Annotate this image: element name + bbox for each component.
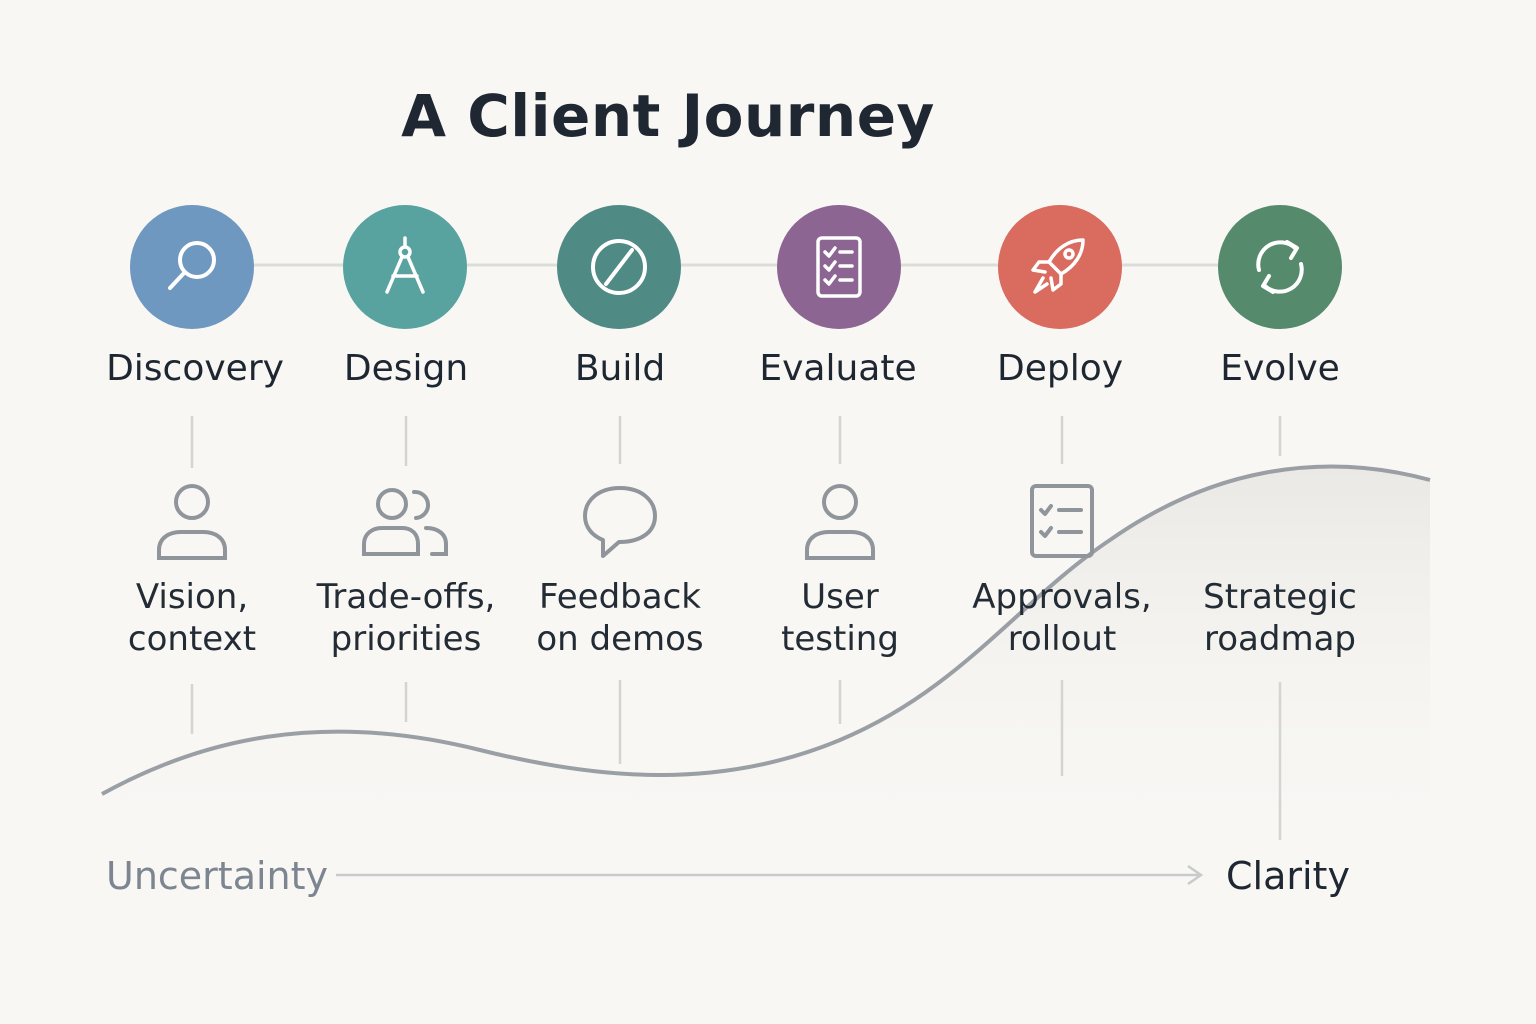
stage-evaluate-circle [777,205,901,329]
diagram-title: A Client Journey [401,82,935,150]
rocket-icon [1031,238,1085,294]
stage-label-design: Design [343,348,469,389]
uncertainty-clarity-arrow [336,864,1204,886]
client-input-line1: User [801,577,879,617]
person-icon [795,478,885,568]
stage-label-deploy: Deploy [996,348,1124,389]
client-input-line1: Strategic [1203,577,1357,617]
stage-discovery-circle [130,205,254,329]
stage-label-discovery: Discovery [106,348,284,389]
stage-build-circle [557,205,681,329]
slash-circle-icon [591,239,647,295]
client-input-line1: Vision, [135,577,249,617]
client-input-user-testing: User testing [720,576,960,660]
person-icon [147,478,237,568]
client-input-line1: Approvals, [972,577,1152,617]
axis-start-label: Uncertainty [106,854,329,898]
client-input-feedback: Feedback on demos [500,576,740,660]
stage-deploy-circle [998,205,1122,329]
lower-connectors [190,680,1282,840]
client-input-line2: on demos [536,619,704,659]
checklist-icon [816,236,862,298]
people-icon [360,480,450,570]
stage-design-circle [343,205,467,329]
stage-label-evaluate: Evaluate [759,348,917,389]
client-input-line1: Feedback [539,577,701,617]
client-input-line2: roadmap [1204,619,1356,659]
compass-icon [385,236,425,294]
client-input-approvals: Approvals, rollout [942,576,1182,660]
client-input-line2: testing [781,619,899,659]
refresh-icon [1256,240,1304,294]
client-input-vision: Vision, context [72,576,312,660]
client-input-line2: context [127,619,257,659]
stage-evolve-circle [1218,205,1342,329]
client-input-tradeoffs: Trade-offs, priorities [286,576,526,660]
upper-connectors [190,416,1282,468]
clarity-curve [101,464,1431,796]
speech-bubble-icon [575,480,665,570]
stage-label-build: Build [574,348,666,389]
stage-label-evolve: Evolve [1220,348,1340,389]
client-input-line2: rollout [1007,619,1117,659]
client-input-line2: priorities [330,619,482,659]
axis-end-label: Clarity [1226,854,1350,898]
checklist-icon [1017,480,1107,570]
magnifier-icon [168,241,216,290]
client-input-roadmap: Strategic roadmap [1160,576,1400,660]
client-input-line1: Trade-offs, [316,577,496,617]
curve-shade [102,466,1430,860]
